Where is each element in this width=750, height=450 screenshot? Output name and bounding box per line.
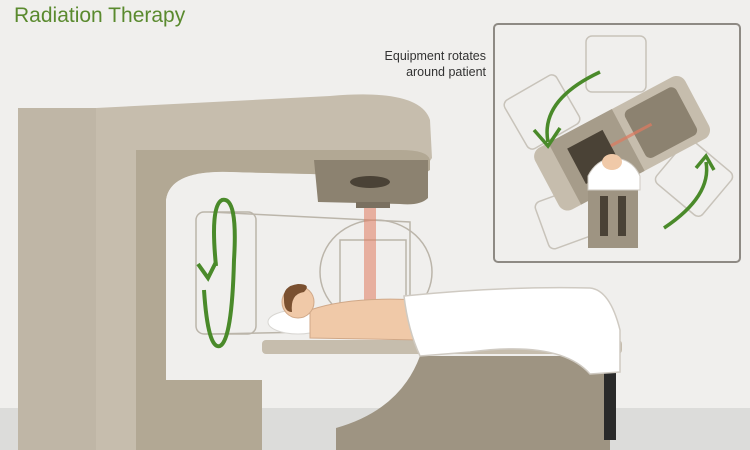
- gantry-arm-shade: [136, 150, 430, 450]
- inset-couch-slot-2: [618, 196, 626, 236]
- patient: [267, 284, 621, 375]
- diagram-title: Radiation Therapy: [14, 4, 186, 27]
- inset-patient-head: [602, 154, 622, 170]
- inset-panel: [493, 23, 741, 263]
- caption-line-2: around patient: [406, 65, 486, 79]
- caption-line-1: Equipment rotates: [384, 49, 486, 63]
- machine-lower: [166, 380, 262, 450]
- inset-couch-slot-1: [600, 196, 608, 236]
- couch-base: [336, 356, 610, 450]
- patient-sheet: [403, 286, 621, 375]
- collimator-tip: [356, 202, 390, 208]
- collimator: [350, 176, 390, 188]
- couch-post: [604, 360, 616, 440]
- rotation-arrow-icon: [196, 197, 237, 349]
- rotation-arrow-icon: [545, 70, 601, 143]
- radiation-beam-icon: [364, 208, 376, 304]
- patient-hair: [283, 284, 307, 312]
- rotation-arrow-icon: [663, 161, 709, 230]
- patient-body: [309, 298, 421, 341]
- rotation-caption: Equipment rotates around patient: [368, 48, 486, 80]
- inset-couch: [588, 190, 638, 248]
